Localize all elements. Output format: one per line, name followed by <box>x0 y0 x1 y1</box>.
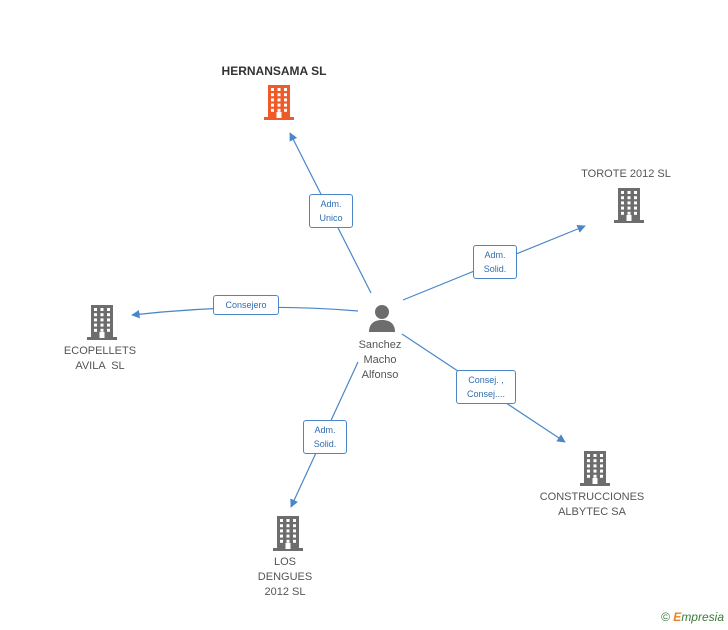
relation-label-line: Adm. <box>320 199 342 209</box>
company-name-line: CONSTRUCCIONES <box>539 491 645 503</box>
company-name-construcciones: CONSTRUCCIONES ALBYTEC SA <box>532 490 652 520</box>
company-name-line: LOS <box>273 556 296 568</box>
company-name-line: HERNANSAMA SL <box>221 64 327 78</box>
person-name-line: Sanchez <box>358 339 402 351</box>
relation-label-ecopellets[interactable]: Consejero <box>213 295 279 315</box>
company-name-line: AVILA SL <box>75 360 125 372</box>
relation-label-line: Solid. <box>483 264 507 274</box>
relation-label-line: Adm. <box>484 250 506 260</box>
company-node-dengues[interactable] <box>272 515 304 556</box>
person-name-line: Macho <box>363 354 397 366</box>
relation-label-line: Consej. , <box>468 375 504 385</box>
person-name: Sanchez Macho Alfonso <box>340 338 420 383</box>
person-icon <box>369 305 395 332</box>
person-node[interactable] <box>366 302 398 334</box>
company-name-line: ALBYTEC SA <box>558 506 626 518</box>
copyright-footer: © Empresia <box>661 610 724 624</box>
building-icon <box>580 451 610 486</box>
company-name-torote: TOROTE 2012 SL <box>566 167 686 182</box>
company-node-ecopellets[interactable] <box>86 304 118 345</box>
relation-label-hernansama[interactable]: Adm. Unico <box>309 194 353 228</box>
brand-logo-initial: E <box>673 610 682 624</box>
company-name-ecopellets: ECOPELLETS AVILA SL <box>50 344 150 374</box>
company-node-construcciones[interactable] <box>579 450 611 491</box>
company-node-hernansama[interactable] <box>263 84 295 125</box>
relation-label-line: Solid. <box>313 439 337 449</box>
relation-label-construcciones[interactable]: Consej. , Consej.... <box>456 370 516 404</box>
company-name-hernansama: HERNANSAMA SL <box>204 64 344 79</box>
copyright-symbol: © <box>661 610 670 624</box>
company-name-line: 2012 SL <box>264 586 306 598</box>
relation-label-line: Consejero <box>225 300 267 310</box>
building-icon <box>87 305 117 340</box>
relation-label-line: Unico <box>319 213 343 223</box>
company-name-dengues: LOS DENGUES 2012 SL <box>245 555 325 600</box>
company-node-torote[interactable] <box>613 187 645 228</box>
building-icon <box>614 188 644 223</box>
company-name-line: TOROTE 2012 SL <box>581 168 671 180</box>
person-name-line: Alfonso <box>361 369 399 381</box>
relation-label-torote[interactable]: Adm. Solid. <box>473 245 517 279</box>
building-icon <box>264 85 294 120</box>
relation-label-line: Consej.... <box>466 389 506 399</box>
company-name-line: DENGUES <box>257 571 313 583</box>
relation-label-line: Adm. <box>314 425 336 435</box>
building-icon <box>273 516 303 551</box>
brand-logo-text: mpresia <box>681 610 724 624</box>
company-name-line: ECOPELLETS <box>63 345 137 357</box>
relation-label-dengues[interactable]: Adm. Solid. <box>303 420 347 454</box>
